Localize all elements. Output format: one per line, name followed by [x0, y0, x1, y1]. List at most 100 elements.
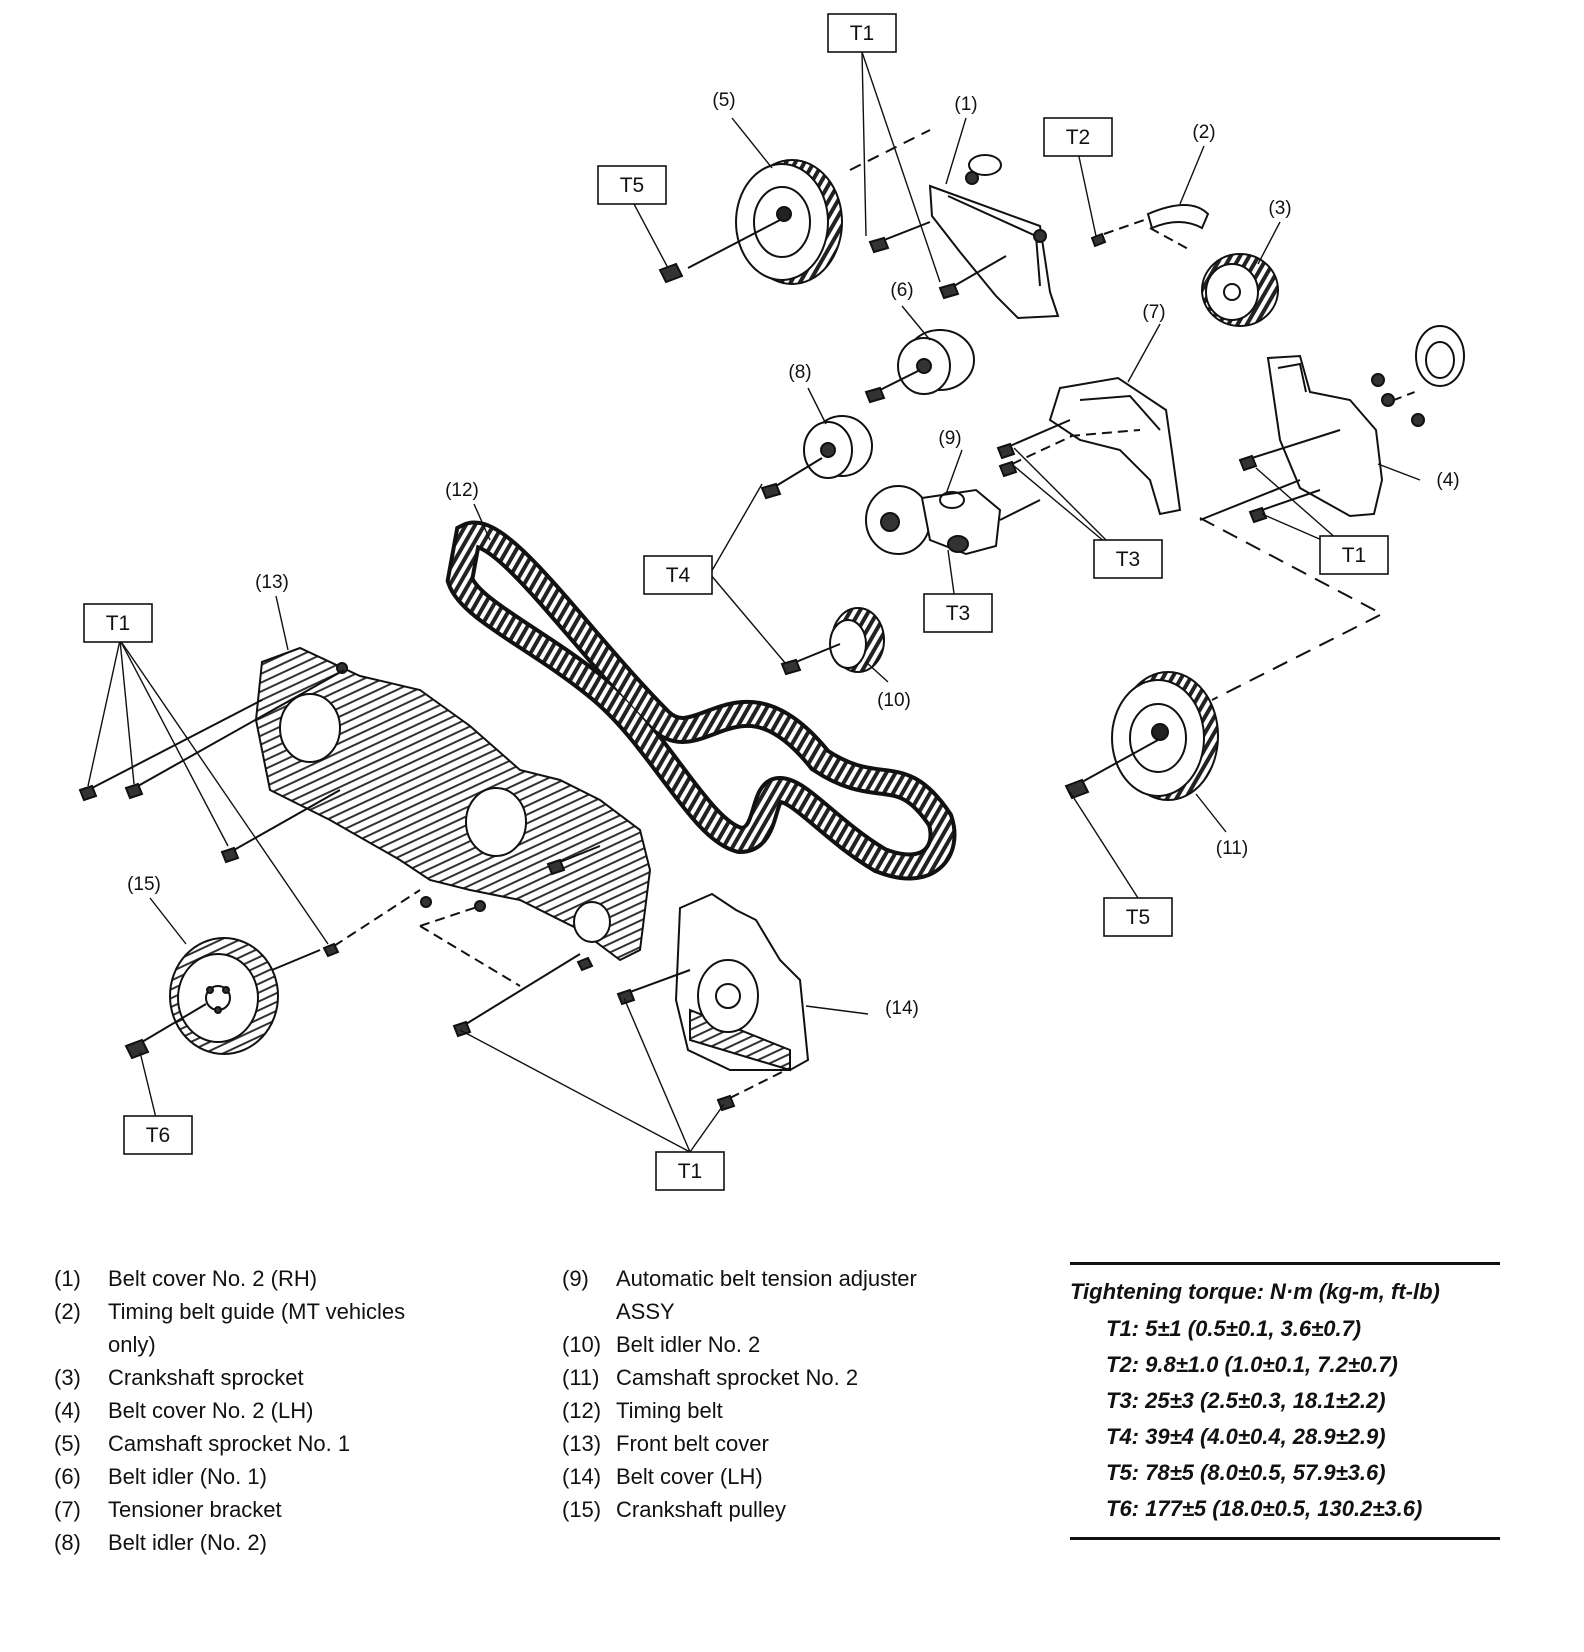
part-label-13: (13) — [255, 572, 289, 593]
legend-item: (8)Belt idler (No. 2) — [54, 1526, 494, 1559]
part-label-7: (7) — [1142, 302, 1165, 323]
legend-number: (3) — [54, 1365, 81, 1390]
torque-spec-t5: T5: 78±5 (8.0±0.5, 57.9±3.6) — [1106, 1460, 1386, 1485]
camshaft-sprocket-no1 — [658, 159, 843, 285]
timing-belt — [445, 520, 957, 881]
legend-number: (9) — [562, 1266, 589, 1291]
callout-t4: T4 — [666, 564, 691, 587]
part-label-12: (12) — [445, 480, 479, 501]
callout-t5-top: T5 — [620, 174, 645, 197]
part-label-5: (5) — [712, 90, 735, 111]
part-label-4: (4) — [1436, 470, 1459, 491]
callout-box-t5-right — [1103, 897, 1173, 937]
belt-idler-no2-upper — [760, 415, 873, 500]
torque-spec-t3: T3: 25±3 (2.5±0.3, 18.1±2.2) — [1106, 1388, 1386, 1413]
crankshaft-sprocket — [1201, 253, 1279, 327]
torque-title: Tightening torque: N·m (kg-m, ft-lb) — [1070, 1279, 1440, 1304]
callout-box-t1-bottom — [655, 1151, 725, 1191]
legend-item: (15) Crankshaft pulley — [562, 1493, 1002, 1526]
callout-box-t5-top — [597, 165, 667, 205]
legend-item: (10)Belt idler No. 2 — [562, 1328, 1002, 1361]
legend-item: (13) Front belt cover — [562, 1427, 1002, 1460]
crankshaft-pulley — [124, 937, 321, 1060]
legend-text: Automatic belt tension adjuster ASSY — [616, 1266, 917, 1324]
part-label-15: (15) — [127, 874, 161, 895]
callout-t3-a: T3 — [1116, 548, 1141, 571]
legend-number: (15) — [562, 1497, 602, 1522]
timing-belt-guide — [1090, 204, 1210, 251]
legend-item: (7) Tensioner bracket — [54, 1493, 494, 1526]
tensioner-bracket — [996, 376, 1182, 516]
legend-number: (4) — [54, 1398, 81, 1423]
bottom-rule — [1070, 1537, 1500, 1540]
legend-text: Crankshaft sprocket — [108, 1365, 304, 1390]
legend-item: (3) Crankshaft sprocket — [54, 1361, 494, 1394]
legend-text: Belt cover (LH) — [616, 1464, 763, 1489]
legend-number: (5) — [54, 1431, 81, 1456]
legend-text: Tensioner bracket — [108, 1497, 282, 1522]
belt-cover-no2-lh — [1199, 325, 1465, 524]
legend-item: (2) Timing belt guide (MT vehicles only) — [54, 1295, 494, 1361]
callout-leaders — [87, 51, 1421, 1153]
callout-t2: T2 — [1066, 126, 1091, 149]
exploded-timing-belt-diagram: T1 T2 T5 T4 T3 T3 T1 T1 T5 T6 T1 (1) (2)… — [78, 13, 1465, 1191]
callout-box-t4 — [643, 555, 713, 595]
belt-cover-no2-rh — [868, 154, 1060, 320]
part-label-3: (3) — [1268, 198, 1291, 219]
legend-number: (11) — [562, 1365, 600, 1390]
callout-box-t1-top — [827, 13, 897, 53]
legend-text: Crankshaft pulley — [616, 1497, 786, 1522]
part-label-11: (11) — [1216, 838, 1248, 859]
torque-spec-t4: T4: 39±4 (4.0±0.4, 28.9±2.9) — [1106, 1424, 1386, 1449]
torque-spec-t1: T1: 5±1 (0.5±0.1, 3.6±0.7) — [1106, 1316, 1362, 1341]
callout-t3-b: T3 — [946, 602, 971, 625]
callout-t1-left: T1 — [106, 612, 131, 635]
legend-number: (6) — [54, 1464, 81, 1489]
legend-item: (14) Belt cover (LH) — [562, 1460, 1002, 1493]
legend-text: Front belt cover — [616, 1431, 769, 1456]
legend-number: (13) — [562, 1431, 602, 1456]
part-label-10: (10) — [877, 690, 911, 711]
legend-number: (2) — [54, 1299, 81, 1324]
front-cover-bolts — [78, 669, 601, 987]
legend-item: (4) Belt cover No. 2 (LH) — [54, 1394, 494, 1427]
legend-text: Belt idler (No. 1) — [108, 1464, 267, 1489]
callout-box-t2 — [1043, 117, 1113, 157]
tightening-torque-table: Tightening torque: N·m (kg-m, ft-lb) T1:… — [1070, 1262, 1500, 1540]
callout-box-t1-right — [1319, 535, 1389, 575]
callout-box-t3-a — [1093, 539, 1163, 579]
legend-number: (7) — [54, 1497, 81, 1522]
parts-legend-column-1: (1)Belt cover No. 2 (RH) (2) Timing belt … — [54, 1262, 494, 1559]
belt-idler-no2 — [780, 607, 885, 676]
legend-item: (11) Camshaft sprocket No. 2 — [562, 1361, 1002, 1394]
part-label-6: (6) — [890, 280, 913, 301]
callout-t1-bottom: T1 — [678, 1160, 703, 1183]
legend-text: Belt cover No. 2 (LH) — [108, 1398, 314, 1423]
legend-item: (12)Timing belt — [562, 1394, 1002, 1427]
legend-number: (14) — [562, 1464, 602, 1489]
torque-spec-t2: T2: 9.8±1.0 (1.0±0.1, 7.2±0.7) — [1106, 1352, 1398, 1377]
legend-number: (12) — [562, 1398, 602, 1423]
belt-idler-no1 — [864, 329, 975, 404]
callout-t1-top: T1 — [850, 22, 875, 45]
callout-box-t1-left — [83, 603, 153, 643]
top-rule — [1070, 1262, 1500, 1265]
legend-text: Belt idler (No. 2) — [108, 1530, 267, 1555]
camshaft-sprocket-no2 — [1064, 671, 1219, 801]
legend-number: (10) — [562, 1332, 602, 1357]
legend-item: (6) Belt idler (No. 1) — [54, 1460, 494, 1493]
callout-t5-right: T5 — [1126, 906, 1151, 929]
legend-text: Timing belt guide (MT vehicles only) — [108, 1299, 406, 1357]
legend-text: Camshaft sprocket No. 1 — [108, 1431, 351, 1456]
legend-item: (9) Automatic belt tension adjuster ASSY — [562, 1262, 1002, 1328]
part-label-8: (8) — [788, 362, 811, 383]
belt-cover-lh — [452, 892, 810, 1112]
legend-text: Camshaft sprocket No. 2 — [616, 1365, 859, 1390]
part-label-1: (1) — [954, 94, 977, 115]
parts-legend-column-2: (9)Automatic belt tension adjuster ASSY … — [562, 1262, 1002, 1526]
legend-item: (5) Camshaft sprocket No. 1 — [54, 1427, 494, 1460]
part-label-9: (9) — [938, 428, 961, 449]
part-label-14: (14) — [885, 998, 919, 1019]
legend-text: Belt cover No. 2 (RH) — [108, 1266, 318, 1291]
legend-item: (1)Belt cover No. 2 (RH) — [54, 1262, 494, 1295]
